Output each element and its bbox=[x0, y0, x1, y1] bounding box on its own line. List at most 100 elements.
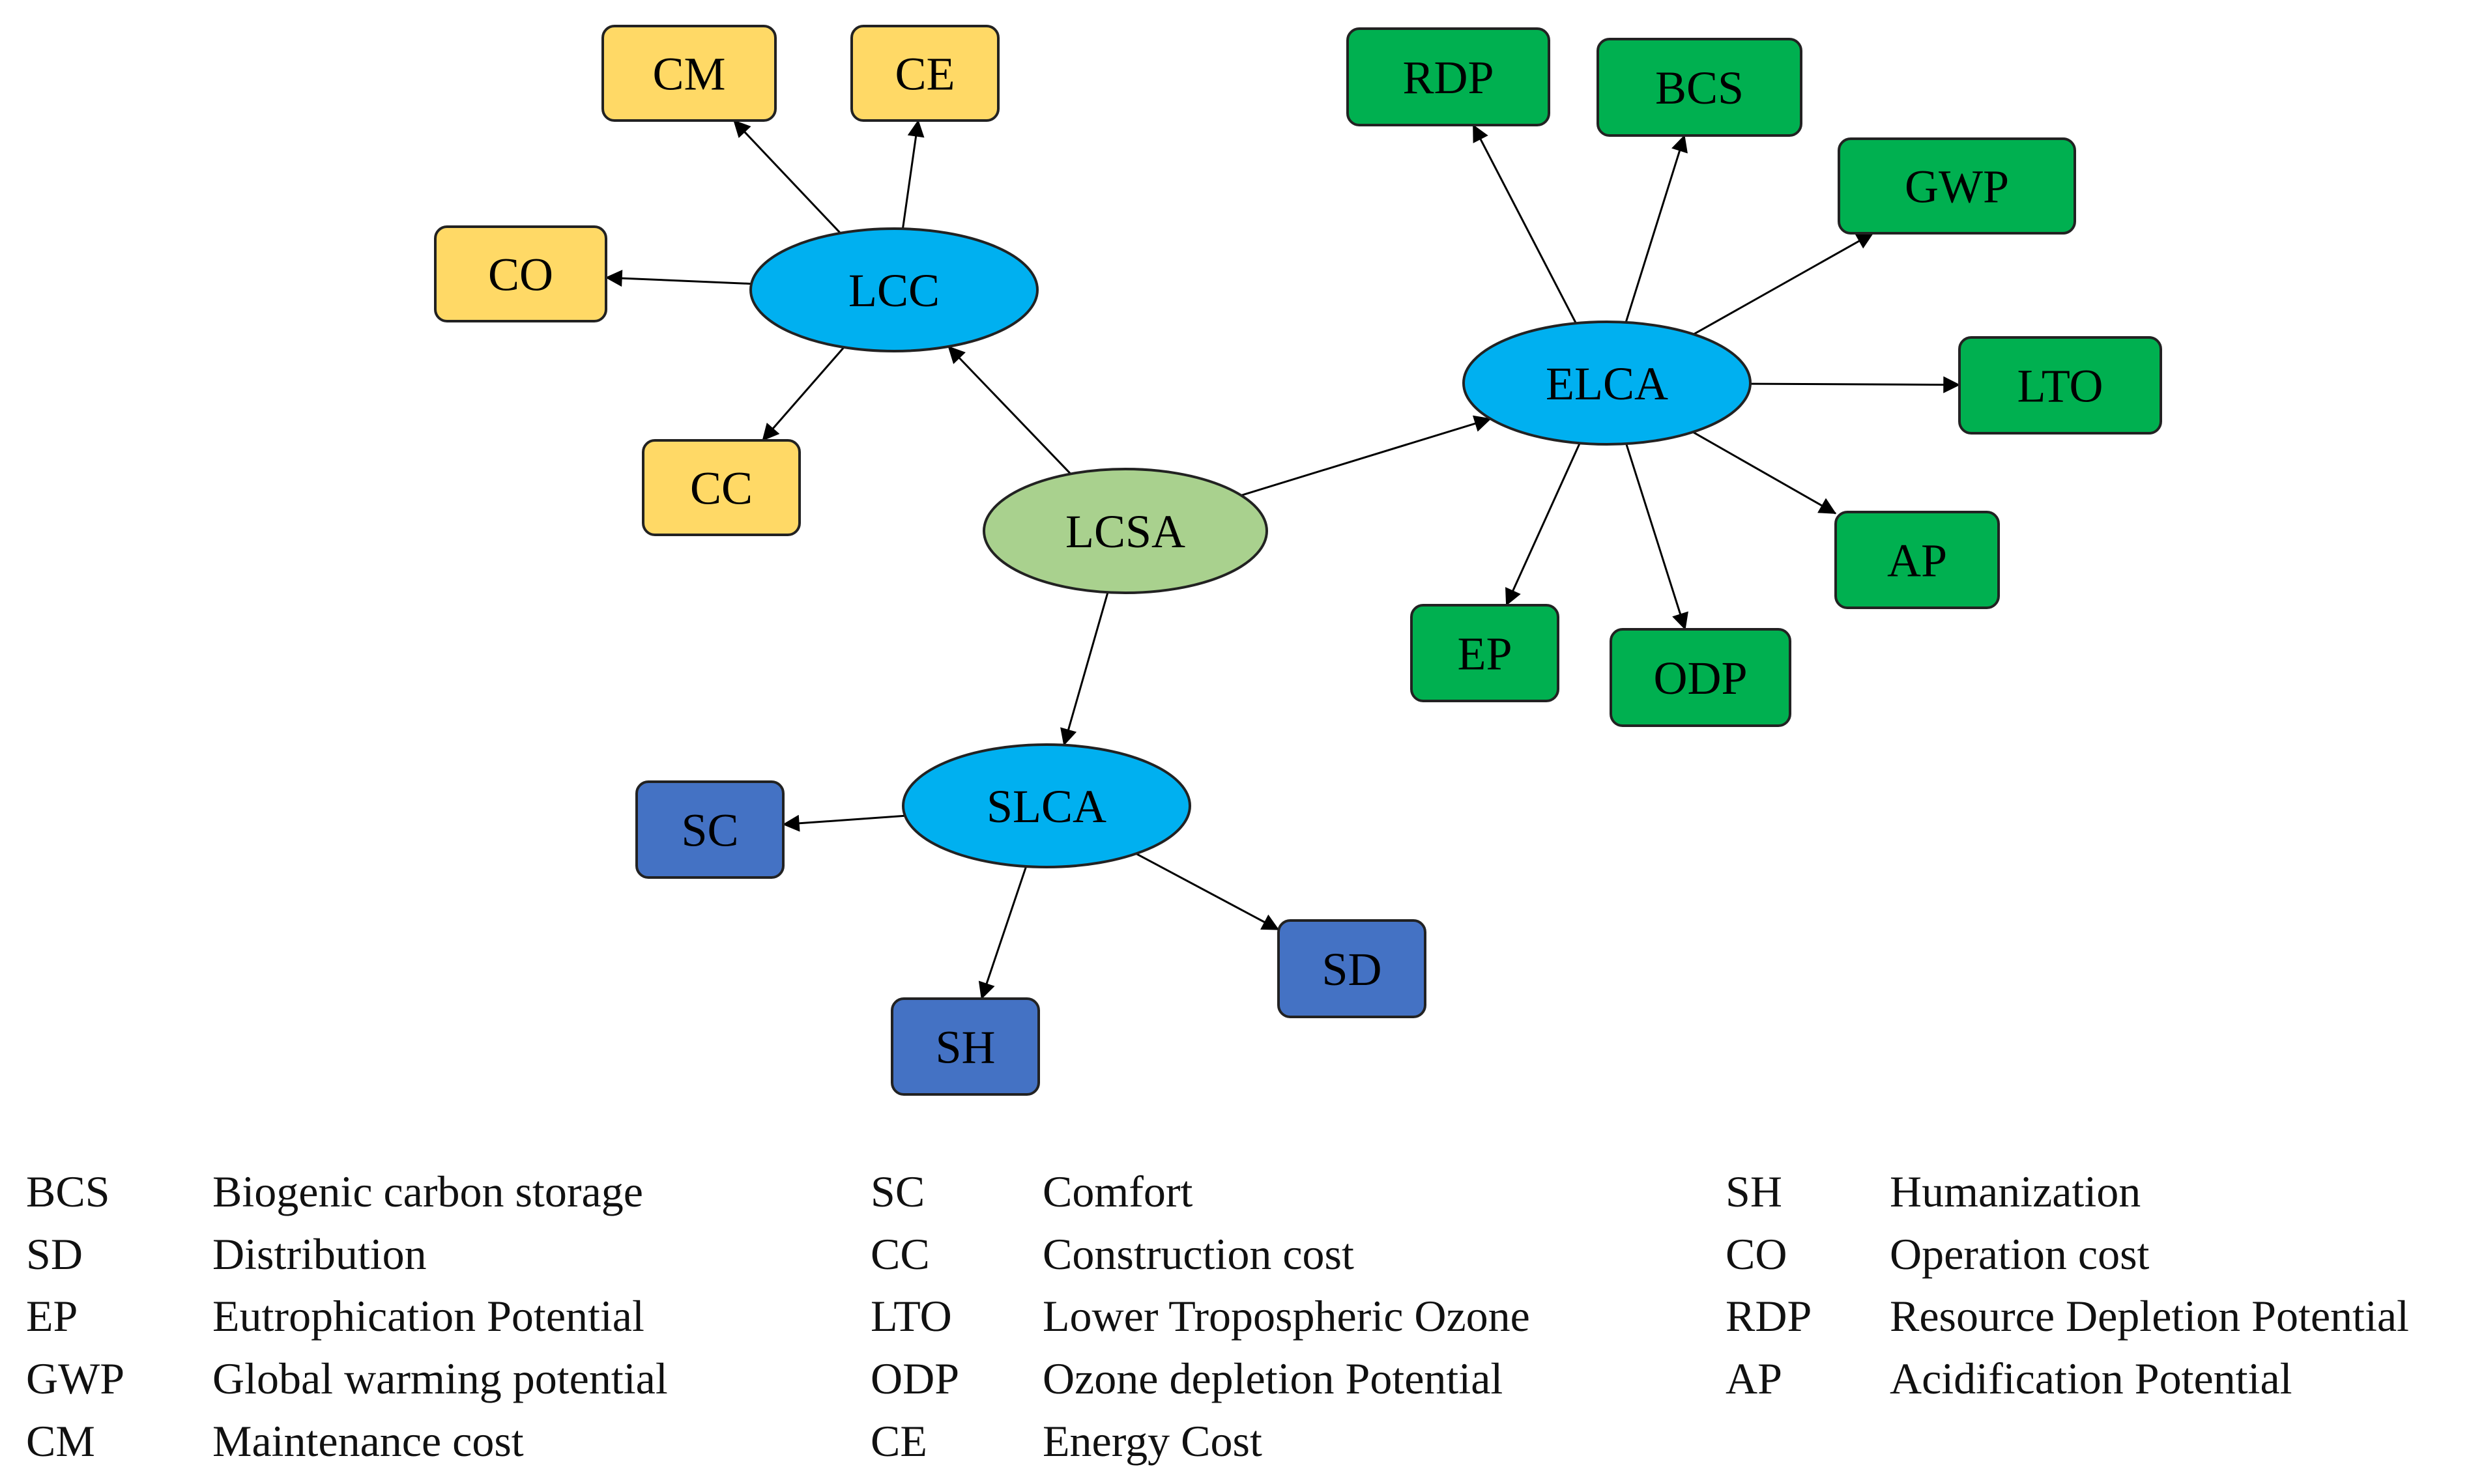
legend-abbr-rdp: RDP bbox=[1726, 1291, 1812, 1341]
node-cc-label: CC bbox=[690, 463, 753, 515]
legend-abbr-sh: SH bbox=[1726, 1167, 1782, 1216]
legend-meaning-rdp: Resource Depletion Potential bbox=[1890, 1291, 2409, 1341]
node-gwp-label: GWP bbox=[1905, 161, 2009, 213]
node-ce-label: CE bbox=[895, 48, 955, 100]
legend-abbr-lto: LTO bbox=[871, 1291, 952, 1341]
node-slca-shape bbox=[902, 743, 1191, 868]
legend-meaning-cc: Construction cost bbox=[1043, 1229, 1354, 1279]
edge-elca-to-odp bbox=[1625, 443, 1688, 631]
node-bcs: BCS bbox=[1597, 38, 1802, 137]
legend-meaning-cm: Maintenance cost bbox=[212, 1416, 524, 1466]
legend-meaning-lto: Lower Tropospheric Ozone bbox=[1043, 1291, 1530, 1341]
edge-lcc-to-co bbox=[605, 270, 752, 287]
node-rdp-shape bbox=[1346, 27, 1550, 126]
edge-lcc-to-ce bbox=[901, 119, 925, 229]
edge-lcc-to-cc bbox=[762, 347, 845, 441]
node-lcc-shape bbox=[749, 227, 1039, 352]
legend-meaning-co: Operation cost bbox=[1890, 1229, 2150, 1279]
node-odp-label: ODP bbox=[1653, 652, 1747, 704]
node-cc-shape bbox=[642, 439, 801, 536]
legend-abbr-cc: CC bbox=[871, 1229, 930, 1279]
legend-abbr-sd: SD bbox=[26, 1229, 83, 1279]
node-sc-shape bbox=[635, 780, 785, 879]
legend-meaning-sc: Comfort bbox=[1043, 1167, 1193, 1216]
legend-abbr-bcs: BCS bbox=[26, 1167, 110, 1216]
edge-slca-to-sh bbox=[978, 866, 1028, 1000]
legend-abbr-ce: CE bbox=[871, 1416, 927, 1466]
node-elca-shape bbox=[1462, 321, 1752, 446]
node-ap-shape bbox=[1834, 511, 2000, 609]
legend-abbr-co: CO bbox=[1726, 1229, 1787, 1279]
node-cm: CM bbox=[601, 25, 777, 122]
node-cm-label: CM bbox=[652, 48, 725, 100]
node-sd-shape bbox=[1277, 919, 1426, 1018]
edge-lcc-to-cm bbox=[733, 119, 841, 234]
node-sh-label: SH bbox=[935, 1021, 995, 1074]
node-ep-label: EP bbox=[1457, 628, 1512, 680]
nodes-layer: LCSA LCC ELCA SLCA CM CE CO CC RDP BCS GWP LTO AP ODP… bbox=[434, 25, 2162, 1096]
node-lto-label: LTO bbox=[2017, 360, 2103, 412]
legend-abbr-cm: CM bbox=[26, 1416, 95, 1466]
node-lcsa-shape bbox=[983, 468, 1268, 594]
edges-layer bbox=[605, 119, 1961, 1000]
edge-elca-to-ep bbox=[1505, 442, 1581, 606]
legend-abbr-ap: AP bbox=[1726, 1354, 1782, 1403]
node-sh-shape bbox=[891, 997, 1040, 1096]
node-odp-shape bbox=[1610, 628, 1791, 727]
node-cm-shape bbox=[601, 25, 777, 122]
edge-elca-to-ap bbox=[1692, 431, 1837, 515]
node-bcs-shape bbox=[1597, 38, 1802, 137]
node-lcsa: LCSA bbox=[983, 468, 1268, 594]
legend-abbr-ep: EP bbox=[26, 1291, 78, 1341]
legend-meaning-ep: Eutrophication Potential bbox=[212, 1291, 644, 1341]
legend-meaning-ce: Energy Cost bbox=[1043, 1416, 1262, 1466]
edge-slca-to-sd bbox=[1135, 853, 1280, 931]
node-gwp-shape bbox=[1838, 137, 2076, 235]
legend-meaning-ap: Acidification Potential bbox=[1890, 1354, 2292, 1403]
node-elca-label: ELCA bbox=[1546, 358, 1668, 410]
node-cc: CC bbox=[642, 439, 801, 536]
legend-meaning-odp: Ozone depletion Potential bbox=[1043, 1354, 1503, 1403]
edge-elca-to-lto bbox=[1750, 376, 1961, 393]
node-lcc: LCC bbox=[749, 227, 1039, 352]
node-co-label: CO bbox=[488, 249, 553, 301]
legend-meaning-sh: Humanization bbox=[1890, 1167, 2141, 1216]
node-elca: ELCA bbox=[1462, 321, 1752, 446]
edge-elca-to-gwp bbox=[1693, 232, 1874, 335]
node-lto-shape bbox=[1958, 336, 2162, 435]
node-slca-label: SLCA bbox=[987, 780, 1106, 833]
node-lcc-label: LCC bbox=[848, 264, 940, 317]
node-sc-label: SC bbox=[681, 805, 738, 857]
legend-abbr-odp: ODP bbox=[871, 1354, 959, 1403]
node-slca: SLCA bbox=[902, 743, 1191, 868]
node-rdp-label: RDP bbox=[1402, 51, 1494, 104]
legend-meaning-bcs: Biogenic carbon storage bbox=[212, 1167, 643, 1216]
node-ap: AP bbox=[1834, 511, 2000, 609]
node-co-shape bbox=[434, 225, 607, 322]
node-odp: ODP bbox=[1610, 628, 1791, 727]
node-ce-shape bbox=[850, 25, 1000, 122]
edge-lcsa-to-slca bbox=[1060, 592, 1109, 746]
node-ce: CE bbox=[850, 25, 1000, 122]
node-gwp: GWP bbox=[1838, 137, 2076, 235]
node-ep-shape bbox=[1410, 604, 1559, 702]
edge-lcsa-to-elca bbox=[1241, 415, 1492, 496]
legend-abbr-gwp: GWP bbox=[26, 1354, 124, 1403]
node-lcsa-label: LCSA bbox=[1065, 506, 1185, 558]
node-ep: EP bbox=[1410, 604, 1559, 702]
node-sd: SD bbox=[1277, 919, 1426, 1018]
node-lto: LTO bbox=[1958, 336, 2162, 435]
node-co: CO bbox=[434, 225, 607, 322]
legend-abbr-sc: SC bbox=[871, 1167, 925, 1216]
node-sd-label: SD bbox=[1322, 943, 1381, 995]
edge-slca-to-sc bbox=[782, 814, 906, 832]
edge-elca-to-rdp bbox=[1472, 124, 1577, 324]
legend-meaning-sd: Distribution bbox=[212, 1229, 427, 1279]
edge-lcsa-to-lcc bbox=[947, 345, 1072, 475]
node-rdp: RDP bbox=[1346, 27, 1550, 126]
node-sh: SH bbox=[891, 997, 1040, 1096]
node-bcs-label: BCS bbox=[1655, 62, 1744, 114]
node-sc: SC bbox=[635, 780, 785, 879]
